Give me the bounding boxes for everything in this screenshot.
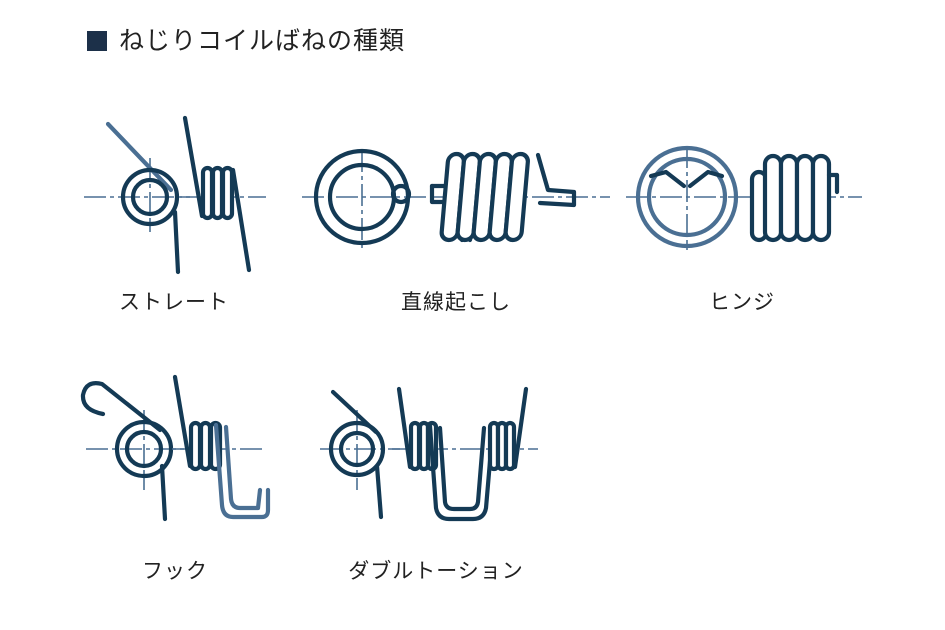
label-double-torsion: ダブルトーション (348, 559, 524, 583)
hinge-coil-inner (646, 156, 728, 238)
title-text: ねじりコイルばねの種類 (119, 26, 406, 55)
straight-bend-side-view (429, 151, 610, 243)
hinge-left-hook (648, 169, 687, 189)
straight-upper-leg (105, 121, 174, 193)
hook-spring-figure (80, 374, 271, 522)
hook-curl (80, 381, 163, 433)
double-torsion-spring-figure (320, 386, 538, 522)
straight-coil-inner (130, 177, 170, 217)
label-hook: フック (142, 559, 208, 583)
straight-spring-figure (84, 115, 266, 275)
straight-bend-leg-end (390, 183, 412, 205)
double-torsion-lower-leg (374, 463, 384, 520)
hinge-right-hook (687, 169, 725, 189)
straight-coil-outer (120, 167, 180, 227)
hinge-spring-figure (626, 145, 862, 250)
hinge-end-view (626, 145, 746, 250)
title-marker-icon (87, 30, 107, 51)
double-torsion-coil-inner (338, 430, 376, 468)
label-straight: ストレート (119, 290, 229, 314)
straight-bend-end-view (302, 148, 430, 248)
hook-front-view (172, 374, 271, 520)
straight-side-view (84, 121, 190, 275)
straight-bend-spring-figure (302, 148, 610, 248)
hook-coil-inner (124, 429, 164, 469)
label-hinge: ヒンジ (709, 290, 775, 314)
label-straight-bend: 直線起こし (401, 290, 511, 314)
straight-front-view (180, 115, 266, 273)
double-torsion-coil-outer (328, 420, 386, 478)
hook-coil-outer (114, 419, 174, 479)
page-title: ねじりコイルばねの種類 (87, 28, 405, 53)
hook-side-view (80, 381, 190, 522)
hinge-side-view (746, 153, 862, 243)
double-torsion-side-view (320, 389, 400, 520)
straight-lower-leg (172, 209, 181, 275)
double-torsion-front-view (392, 386, 538, 522)
hook-lower-leg (159, 463, 168, 522)
hinge-coil-outer (635, 145, 739, 249)
